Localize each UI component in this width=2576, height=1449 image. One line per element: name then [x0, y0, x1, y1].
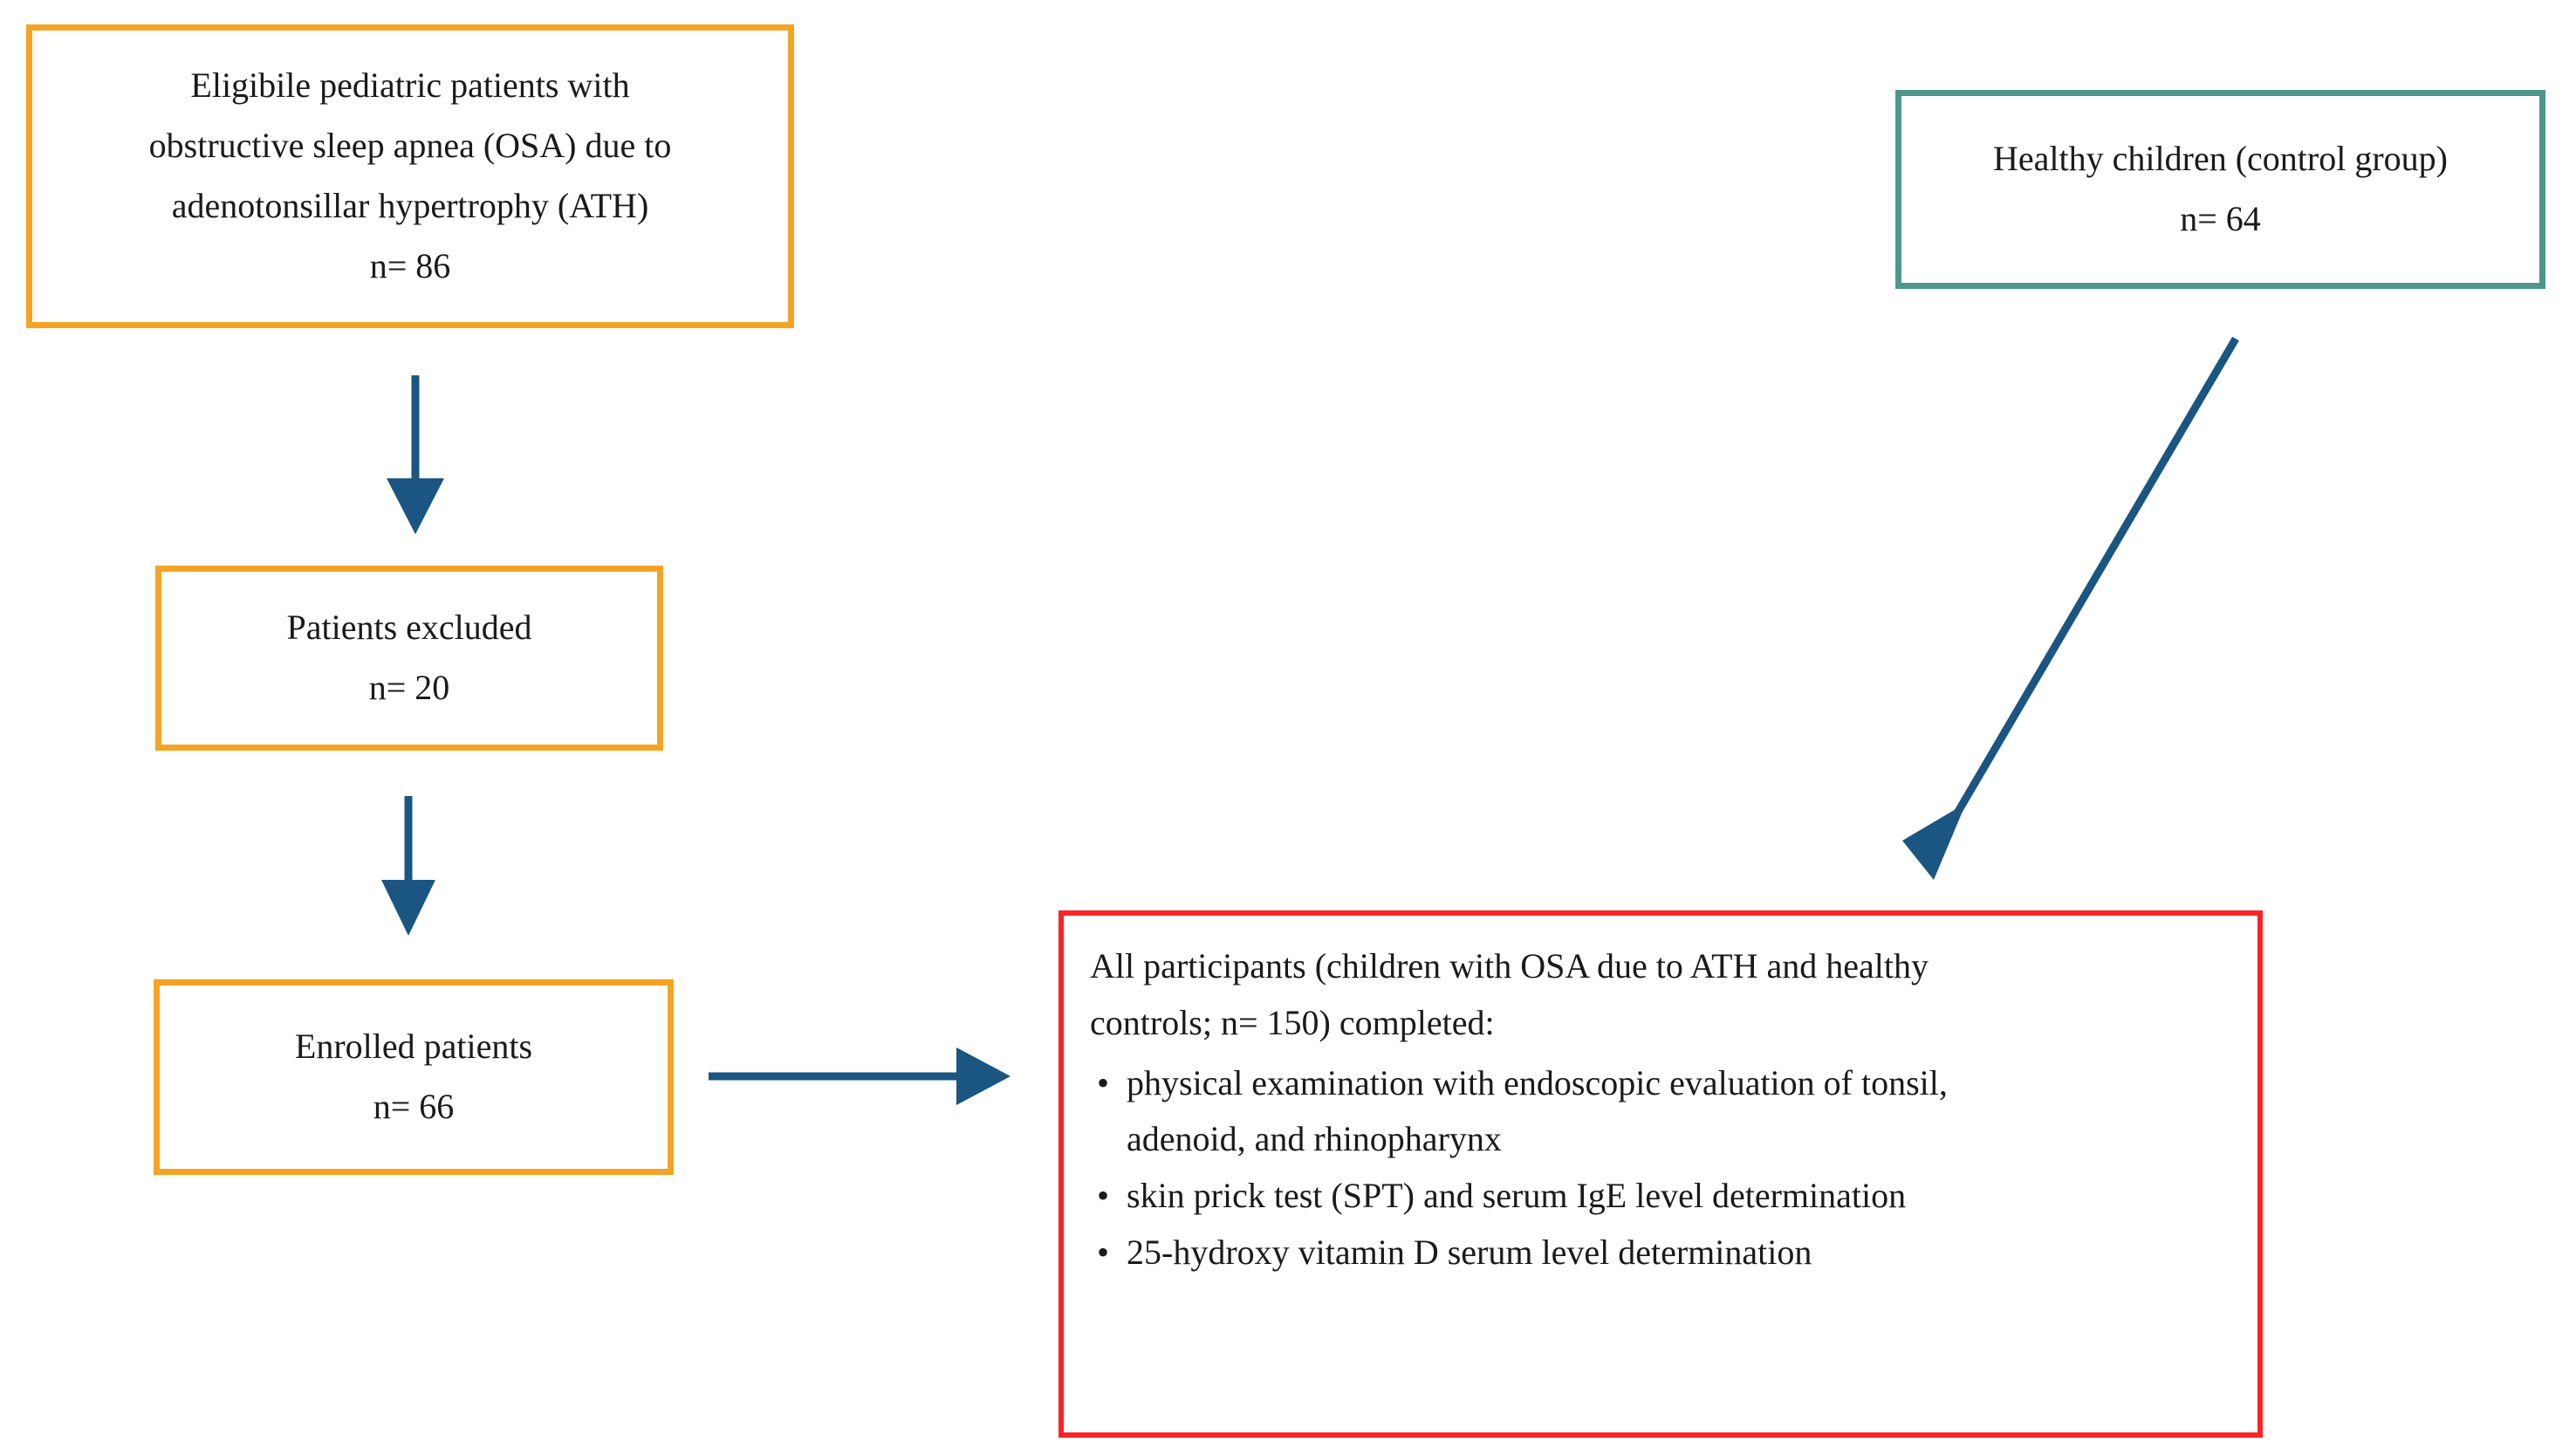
outcomes-intro-line-2: controls; n= 150) completed:	[1090, 1002, 1495, 1042]
arrow-eligible-to-excluded	[387, 375, 444, 534]
outcomes-bullet-3: • 25-hydroxy vitamin D serum level deter…	[1090, 1225, 2233, 1281]
outcomes-bullet-2-line-1: skin prick test (SPT) and serum IgE leve…	[1127, 1176, 1907, 1216]
node-all-participants-assessments: All participants (children with OSA due …	[1058, 910, 2263, 1438]
node-eligible-line-2: obstructive sleep apnea (OSA) due to	[148, 126, 672, 166]
node-enrolled-label: Enrolled patients	[294, 1027, 533, 1067]
node-patients-excluded: Patients excluded n= 20	[155, 566, 663, 751]
node-eligible-count: n= 86	[369, 245, 451, 285]
node-control-count: n= 64	[2180, 199, 2261, 238]
outcomes-bullet-3-line-1: 25-hydroxy vitamin D serum level determi…	[1127, 1232, 1812, 1272]
outcomes-bullet-1-line-2: adenoid, and rhinopharynx	[1127, 1119, 1502, 1159]
node-excluded-label: Patients excluded	[286, 608, 532, 648]
bullet-dot-icon: •	[1097, 1176, 1110, 1216]
outcomes-bullet-1: • physical examination with endoscopic e…	[1090, 1055, 2233, 1112]
bullet-dot-icon: •	[1097, 1232, 1110, 1272]
node-eligible-line-3: adenotonsillar hypertrophy (ATH)	[171, 186, 649, 225]
node-enrolled-patients: Enrolled patients n= 66	[154, 979, 674, 1175]
node-control-group: Healthy children (control group) n= 64	[1895, 90, 2545, 289]
outcomes-bullet-list: • physical examination with endoscopic e…	[1090, 1055, 2233, 1281]
outcomes-bullet-1-line-1: physical examination with endoscopic eva…	[1127, 1062, 1948, 1102]
node-control-label: Healthy children (control group)	[1993, 139, 2448, 179]
node-eligible-line-1: Eligibile pediatric patients with	[190, 65, 630, 106]
node-eligible-patients: Eligibile pediatric patients with obstru…	[26, 24, 794, 328]
outcomes-bullet-1-continuation: adenoid, and rhinopharynx	[1090, 1111, 2233, 1168]
outcomes-intro-line-1: All participants (children with OSA due …	[1090, 946, 1929, 985]
arrow-enrolled-to-outcomes	[709, 1047, 1011, 1105]
bullet-dot-icon: •	[1097, 1062, 1110, 1102]
node-excluded-count: n= 20	[368, 668, 450, 707]
node-enrolled-count: n= 66	[373, 1087, 455, 1126]
arrow-control-to-outcomes	[1902, 336, 2239, 880]
outcomes-bullet-2: • skin prick test (SPT) and serum IgE le…	[1090, 1168, 2233, 1225]
arrow-excluded-to-enrolled	[381, 796, 435, 936]
